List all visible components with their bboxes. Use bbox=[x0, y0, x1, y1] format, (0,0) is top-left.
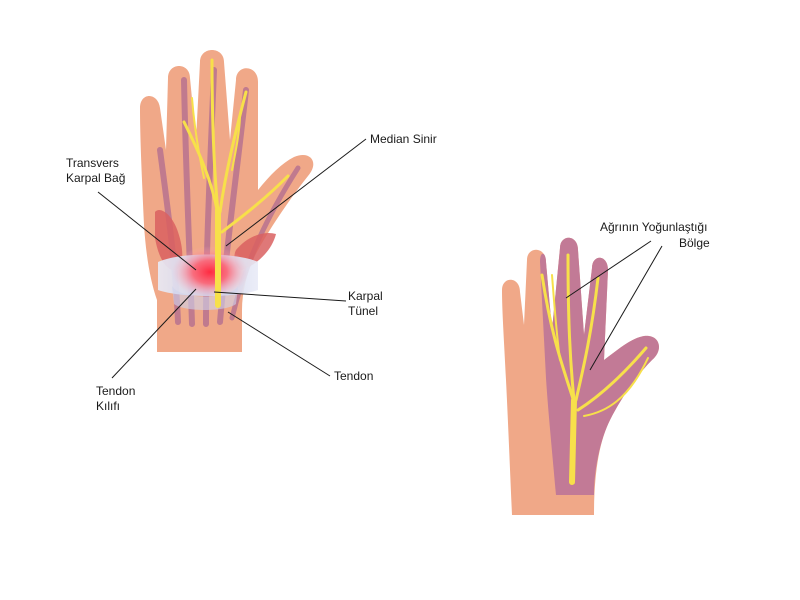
labels: Transvers Karpal Bağ Median Sinir Karpal… bbox=[66, 132, 710, 413]
right-hand bbox=[502, 237, 659, 515]
leader-pain-2 bbox=[589, 245, 663, 371]
leader-pain-1 bbox=[565, 240, 652, 299]
label-sheath-2: Kılıfı bbox=[96, 399, 120, 413]
label-transverse-1: Transvers bbox=[66, 156, 119, 170]
leader-lines bbox=[97, 138, 663, 379]
label-sheath-1: Tendon bbox=[96, 384, 135, 398]
right-median-nerve bbox=[540, 253, 649, 485]
label-carpal-1: Karpal bbox=[348, 289, 383, 303]
median-nerve bbox=[182, 58, 290, 308]
leader-transverse bbox=[97, 191, 197, 271]
label-pain-1: Ağrının Yoğunlaştığı bbox=[600, 220, 707, 234]
leader-tendon bbox=[227, 311, 331, 377]
left-hand bbox=[140, 50, 314, 352]
label-tendon: Tendon bbox=[334, 369, 373, 383]
pain-zone bbox=[540, 237, 659, 495]
inflammation-zone bbox=[172, 246, 248, 298]
label-transverse-2: Karpal Bağ bbox=[66, 171, 125, 185]
tendon-sheath bbox=[172, 286, 238, 310]
label-pain-2: Bölge bbox=[679, 236, 710, 250]
label-carpal-2: Tünel bbox=[348, 304, 378, 318]
leader-median bbox=[225, 138, 367, 247]
hypothenar-muscle bbox=[155, 210, 183, 271]
leader-carpal bbox=[213, 291, 347, 302]
leader-sheath bbox=[111, 288, 197, 379]
label-median-nerve: Median Sinir bbox=[370, 132, 437, 146]
